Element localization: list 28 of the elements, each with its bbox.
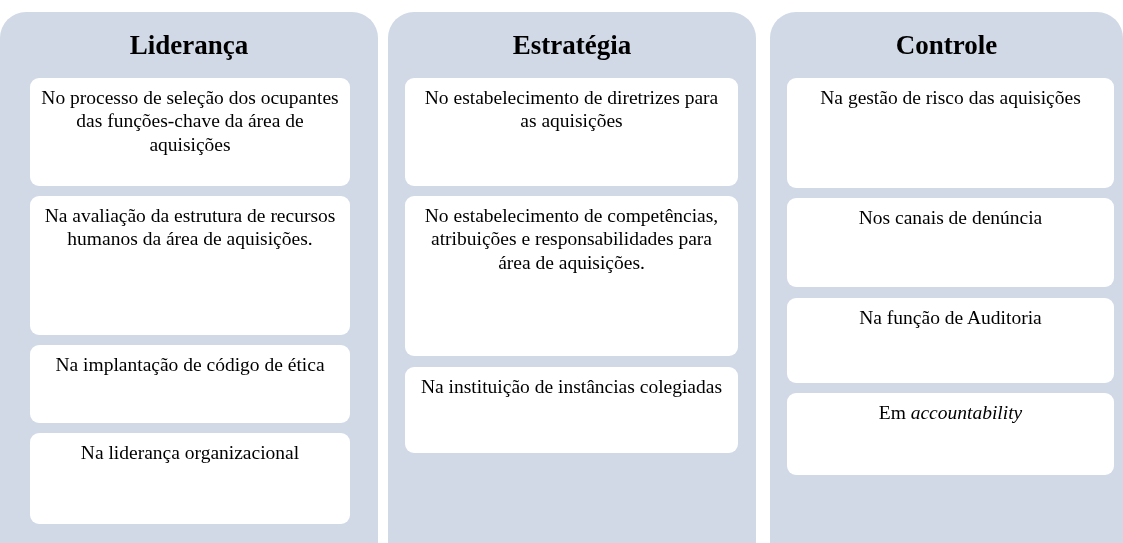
card-text: Em accountability <box>877 401 1024 425</box>
card-text: Na liderança organizacional <box>79 441 301 465</box>
column-heading: Liderança <box>128 30 250 61</box>
text-card <box>405 78 738 186</box>
text-card <box>787 198 1114 287</box>
text-card <box>30 433 350 524</box>
text-card <box>405 196 738 356</box>
text-card <box>30 78 350 186</box>
column-heading: Controle <box>894 30 999 61</box>
card-text: Na avaliação da estrutura de recursos humanos da área de aquisições. <box>43 204 337 251</box>
column-panel <box>388 12 756 543</box>
card-text: Na instituição de instâncias colegiadas <box>419 375 724 399</box>
text-card <box>30 345 350 423</box>
text-card <box>405 367 738 453</box>
text-card <box>787 78 1114 188</box>
card-text: No estabelecimento de competências, atribuições e responsabilidades para área de aquisições. <box>423 204 720 275</box>
card-text: No estabelecimento de diretrizes para as aquisições <box>423 86 720 133</box>
text-card <box>30 196 350 335</box>
card-text: Na gestão de risco das aquisições <box>819 86 1082 110</box>
text-card <box>787 298 1114 383</box>
card-text: Na implantação de código de ética <box>54 353 326 377</box>
text-card <box>787 393 1114 475</box>
card-text: No processo de seleção dos ocupantes das funções-chave da área de aquisições <box>40 86 340 157</box>
column-panel <box>0 12 378 543</box>
card-text: Na função de Auditoria <box>858 306 1043 330</box>
card-text: Nos canais de denúncia <box>857 206 1044 230</box>
column-heading: Estratégia <box>511 30 633 61</box>
column-panel <box>770 12 1123 543</box>
